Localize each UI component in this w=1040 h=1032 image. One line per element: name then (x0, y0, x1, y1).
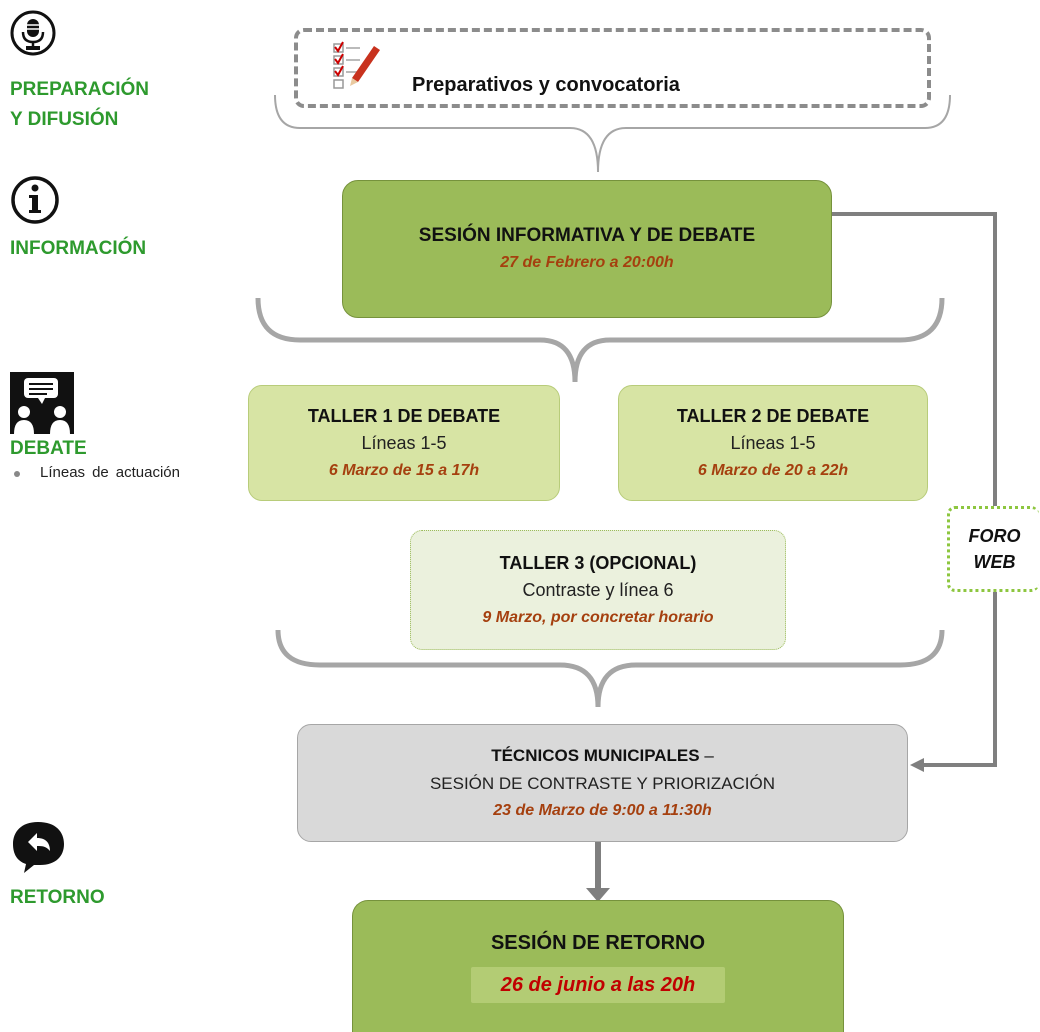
preparativos-title: Preparativos y convocatoria (412, 74, 680, 96)
taller-3-box: TALLER 3 (OPCIONAL) Contraste y línea 6 … (410, 530, 786, 650)
foro-line-1: FORO (968, 526, 1021, 546)
checklist-icon (332, 40, 380, 89)
box-title: TALLER 3 (OPCIONAL) (499, 552, 697, 573)
phase-retorno: RETORNO (10, 818, 210, 913)
box-date: 26 de junio a las 20h (500, 974, 696, 996)
foro-line-2: WEB (973, 552, 1016, 572)
box-date: 27 de Febrero a 20:00h (500, 254, 674, 271)
info-icon (11, 176, 59, 224)
phase-label: DEBATE (10, 438, 87, 459)
box-title: SESIÓN DE RETORNO (490, 932, 706, 954)
preparativos-box: Preparativos y convocatoria (294, 28, 931, 108)
microphone-icon (10, 10, 56, 56)
box-subtitle: Contraste y línea 6 (522, 579, 674, 600)
phase-informacion: INFORMACIÓN (10, 175, 210, 264)
bullet-text: Líneas de actuación (40, 464, 180, 481)
phase-debate: DEBATE Líneas de actuación (10, 372, 190, 484)
box-date: 9 Marzo, por concretar horario (482, 608, 714, 626)
bullet-item: Líneas de actuación (10, 462, 180, 484)
box-title: TALLER 1 DE DEBATE (307, 405, 501, 426)
box-title: TÉCNICOS MUNICIPALES (491, 746, 700, 765)
box-date: 6 Marzo de 15 a 17h (328, 461, 480, 479)
connector-line (832, 212, 997, 767)
brace (274, 94, 951, 173)
return-arrow-icon (13, 822, 64, 873)
box-date: 6 Marzo de 20 a 22h (697, 461, 849, 479)
phase-preparacion: PREPARACIÓN Y DIFUSIÓN (10, 10, 210, 135)
arrowhead (910, 758, 924, 772)
foro-web-box: FORO WEB (947, 506, 1039, 592)
box-title: SESIÓN INFORMATIVA Y DE DEBATE (418, 225, 756, 246)
phase-label: INFORMACIÓN (10, 238, 147, 259)
brace (275, 629, 945, 708)
box-title: TALLER 2 DE DEBATE (676, 405, 870, 426)
title-dash: – (699, 746, 714, 765)
tecnicos-title-line: TÉCNICOS MUNICIPALES – (491, 742, 714, 770)
taller-1-box: TALLER 1 DE DEBATE Líneas 1-5 6 Marzo de… (248, 385, 560, 501)
taller-2-box: TALLER 2 DE DEBATE Líneas 1-5 6 Marzo de… (618, 385, 928, 501)
bullet-dot (14, 471, 20, 477)
sesion-informativa-box: SESIÓN INFORMATIVA Y DE DEBATE 27 de Feb… (342, 180, 832, 318)
sesion-retorno-box: SESIÓN DE RETORNO 26 de junio a las 20h (352, 900, 844, 1032)
tecnicos-box: TÉCNICOS MUNICIPALES – SESIÓN DE CONTRAS… (297, 724, 908, 842)
box-date: 23 de Marzo de 9:00 a 11:30h (493, 802, 712, 819)
brace (255, 297, 945, 383)
arrowhead (586, 888, 610, 902)
box-subtitle: Líneas 1-5 (730, 432, 816, 453)
retorno-date-highlight: 26 de junio a las 20h (471, 967, 725, 1003)
box-subtitle: SESIÓN DE CONTRASTE Y PRIORIZACIÓN (429, 774, 776, 793)
phase-label: RETORNO (10, 887, 105, 908)
discussion-icon (10, 372, 74, 434)
phase-label: PREPARACIÓN Y DIFUSIÓN (10, 79, 149, 130)
box-subtitle: Líneas 1-5 (361, 432, 447, 453)
